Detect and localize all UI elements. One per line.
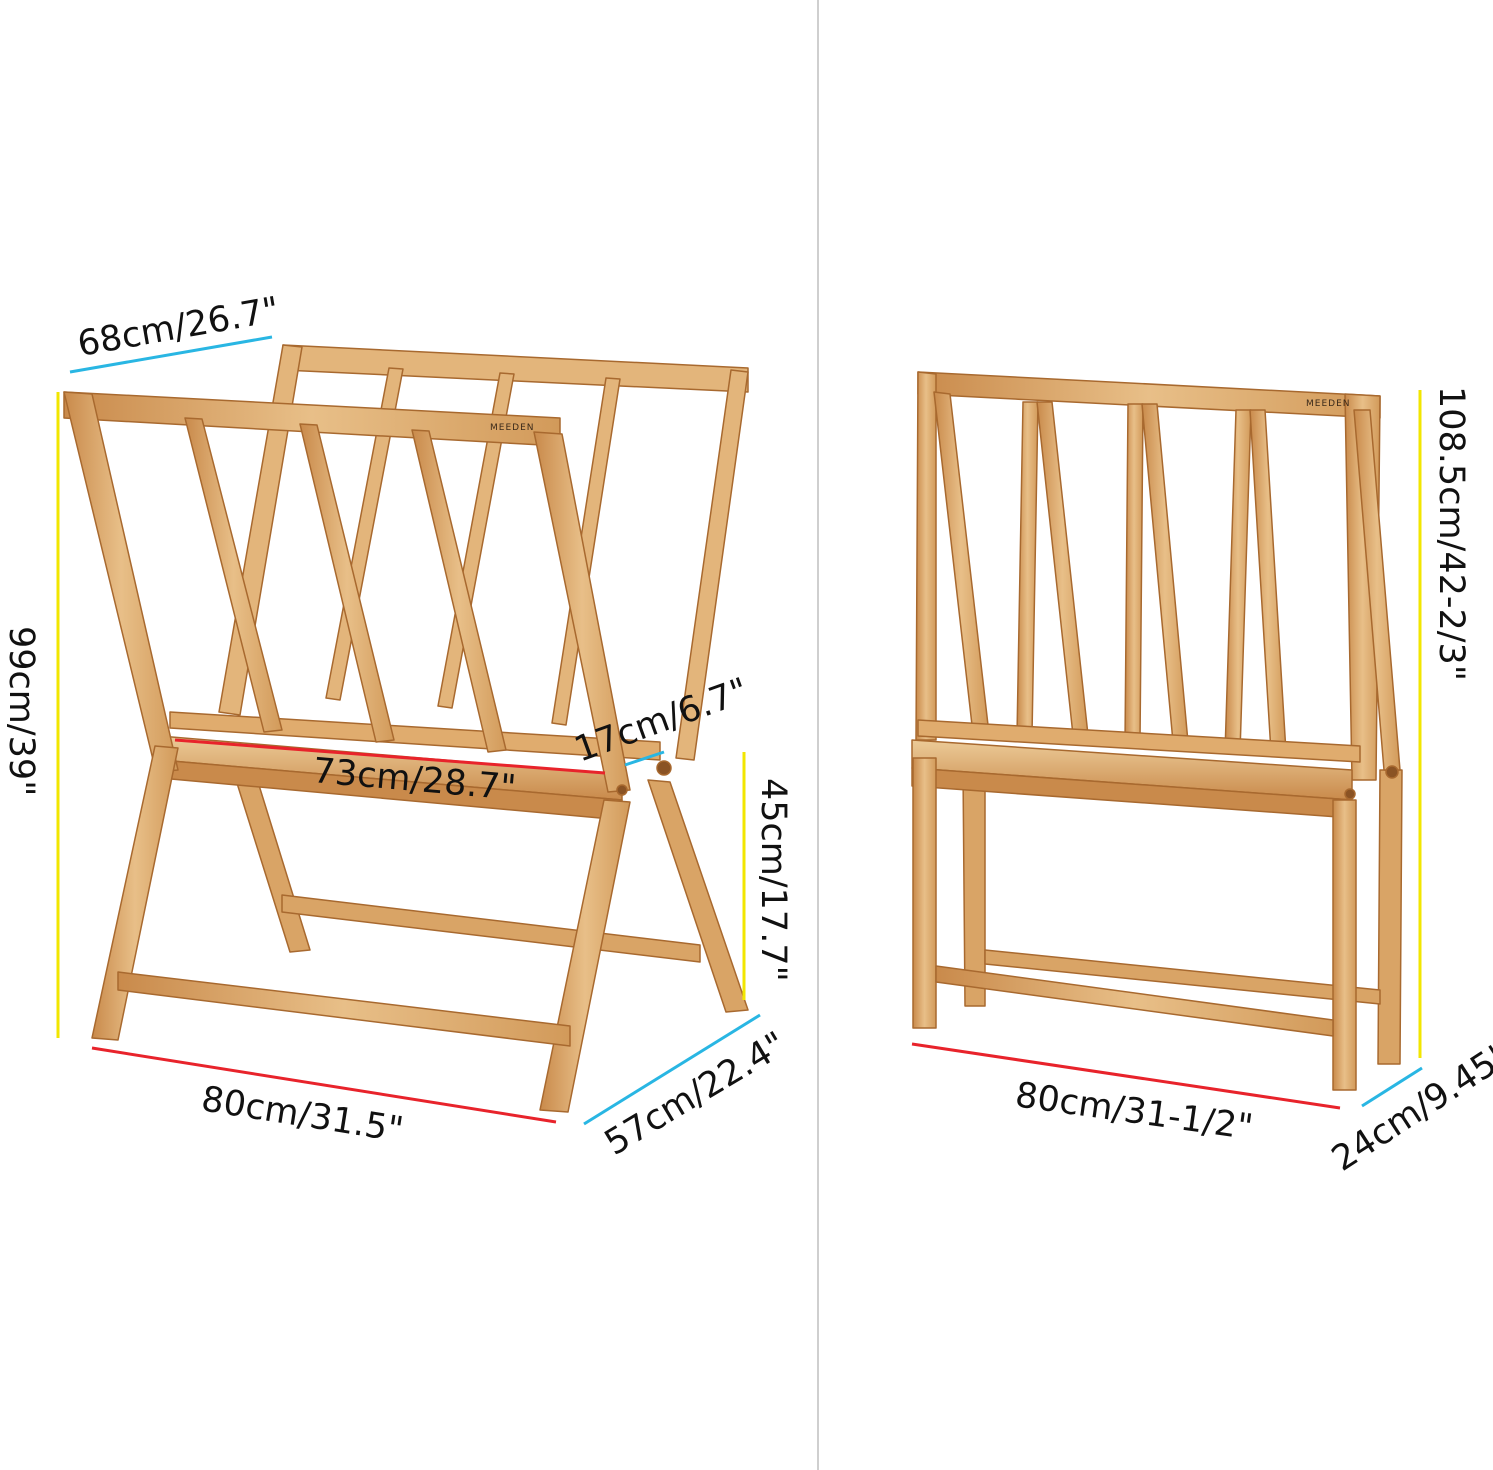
open-rack-front-frame [63,391,631,793]
brand-logo-open: MEEDEN [490,423,535,433]
open-shelf-height-label: 45cm/17.7" [753,778,793,982]
folded-depth-bottom-line [1361,1066,1423,1108]
open-height-label: 99cm/39" [1,626,41,796]
open-shelf-depth-line [624,750,665,767]
folded-height-label: 108.5cm/42-2/3" [1431,386,1471,681]
open-depth-top-line [69,335,273,374]
brand-logo-folded: MEEDEN [1306,399,1351,409]
open-rack-front-legs [91,745,631,1113]
open-width-bottom-label: 80cm/31.5" [199,1079,406,1150]
open-depth-bottom-label: 57cm/22.4" [598,1025,793,1164]
folded-rack-illustration [911,371,1403,1091]
folded-rack-rear-legs [962,769,1403,1065]
folded-width-bottom-line [911,1042,1341,1110]
folded-rack-frame [915,371,1401,781]
folded-rack-front-legs [912,757,1357,1091]
folded-rack-shelf [911,719,1361,819]
open-width-bottom-line [91,1046,557,1124]
open-rack-back-legs [235,779,749,1013]
folded-width-bottom-label: 80cm/31-1/2" [1013,1075,1256,1148]
open-rack-illustration [63,344,749,1113]
open-depth-bottom-line [583,1013,761,1126]
open-shelf-length-line [174,738,606,775]
